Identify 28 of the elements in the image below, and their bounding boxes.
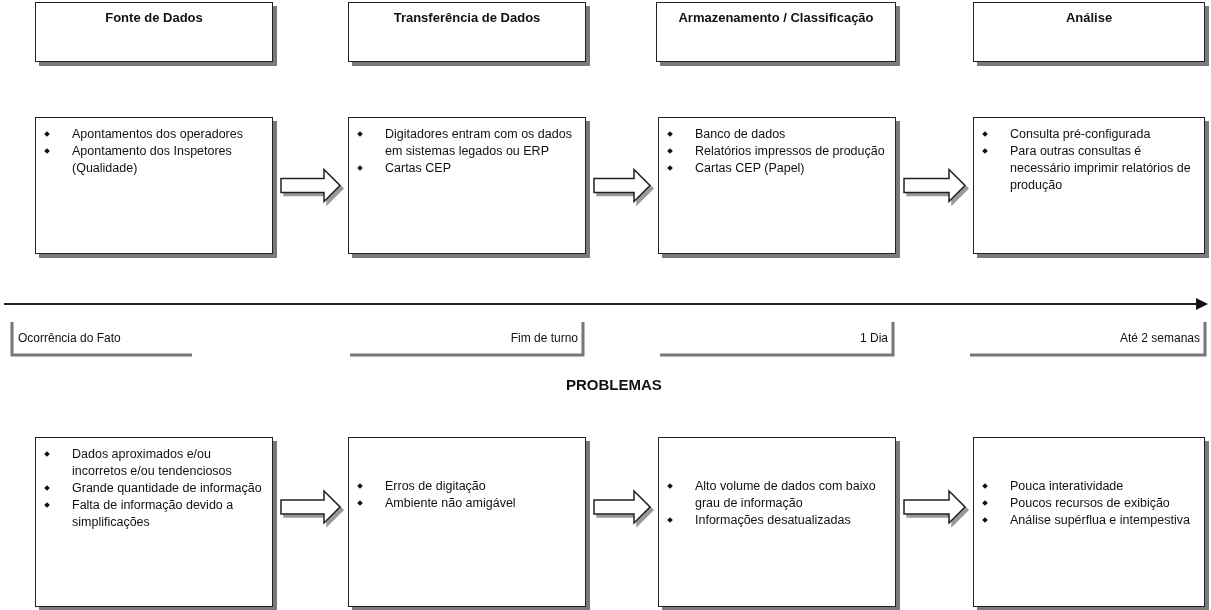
bullet-item: Apontamentos dos operadores [36, 126, 243, 143]
bullet-item: Análise supérflua e intempestiva [974, 512, 1190, 529]
timeline-label: Até 2 semanas [1119, 331, 1200, 345]
bullet-item: Falta de informação devido a simplificações [36, 497, 262, 531]
bullet-item: Apontamento dos Inspetores (Qualidade) [36, 143, 262, 177]
bullet-item: Erros de digitação [349, 478, 486, 495]
bullet-item: Cartas CEP (Papel) [659, 160, 805, 177]
bullet-item: Banco de dados [659, 126, 786, 143]
stage-title: Análise [1065, 9, 1113, 26]
timeline-label: Fim de turno [510, 331, 578, 345]
bullet-item: Relatórios impressos de produção [659, 143, 885, 160]
bullet-item: Informações desatualizadas [659, 512, 851, 529]
bullet-item: Dados aproximados e/ou incorretos e/ou tendenciosos [36, 446, 262, 480]
stage-title: Transferência de Dados [393, 9, 541, 26]
timeline-label: 1 Dia [860, 331, 888, 345]
bullet-item: Poucos recursos de exibição [974, 495, 1170, 512]
timeline-label: Ocorrência do Fato [18, 331, 121, 345]
bullet-item: Digitadores entram com os dados em sistemas legados ou ERP [349, 126, 575, 160]
bullet-item: Alto volume de dados com baixo grau de informação [659, 478, 885, 512]
bullet-item: Ambiente não amigável [349, 495, 516, 512]
stage-title: Fonte de Dados [105, 9, 203, 26]
bullet-item: Grande quantidade de informação [36, 480, 262, 497]
section-heading: PROBLEMAS [566, 376, 662, 393]
bullet-item: Consulta pré-configurada [974, 126, 1151, 143]
bullet-item: Cartas CEP [349, 160, 451, 177]
bullet-item: Para outras consultas é necessário imprimir relatórios de produção [974, 143, 1194, 194]
stage-title: Armazenamento / Classificação [678, 9, 874, 26]
bullet-item: Pouca interatividade [974, 478, 1124, 495]
